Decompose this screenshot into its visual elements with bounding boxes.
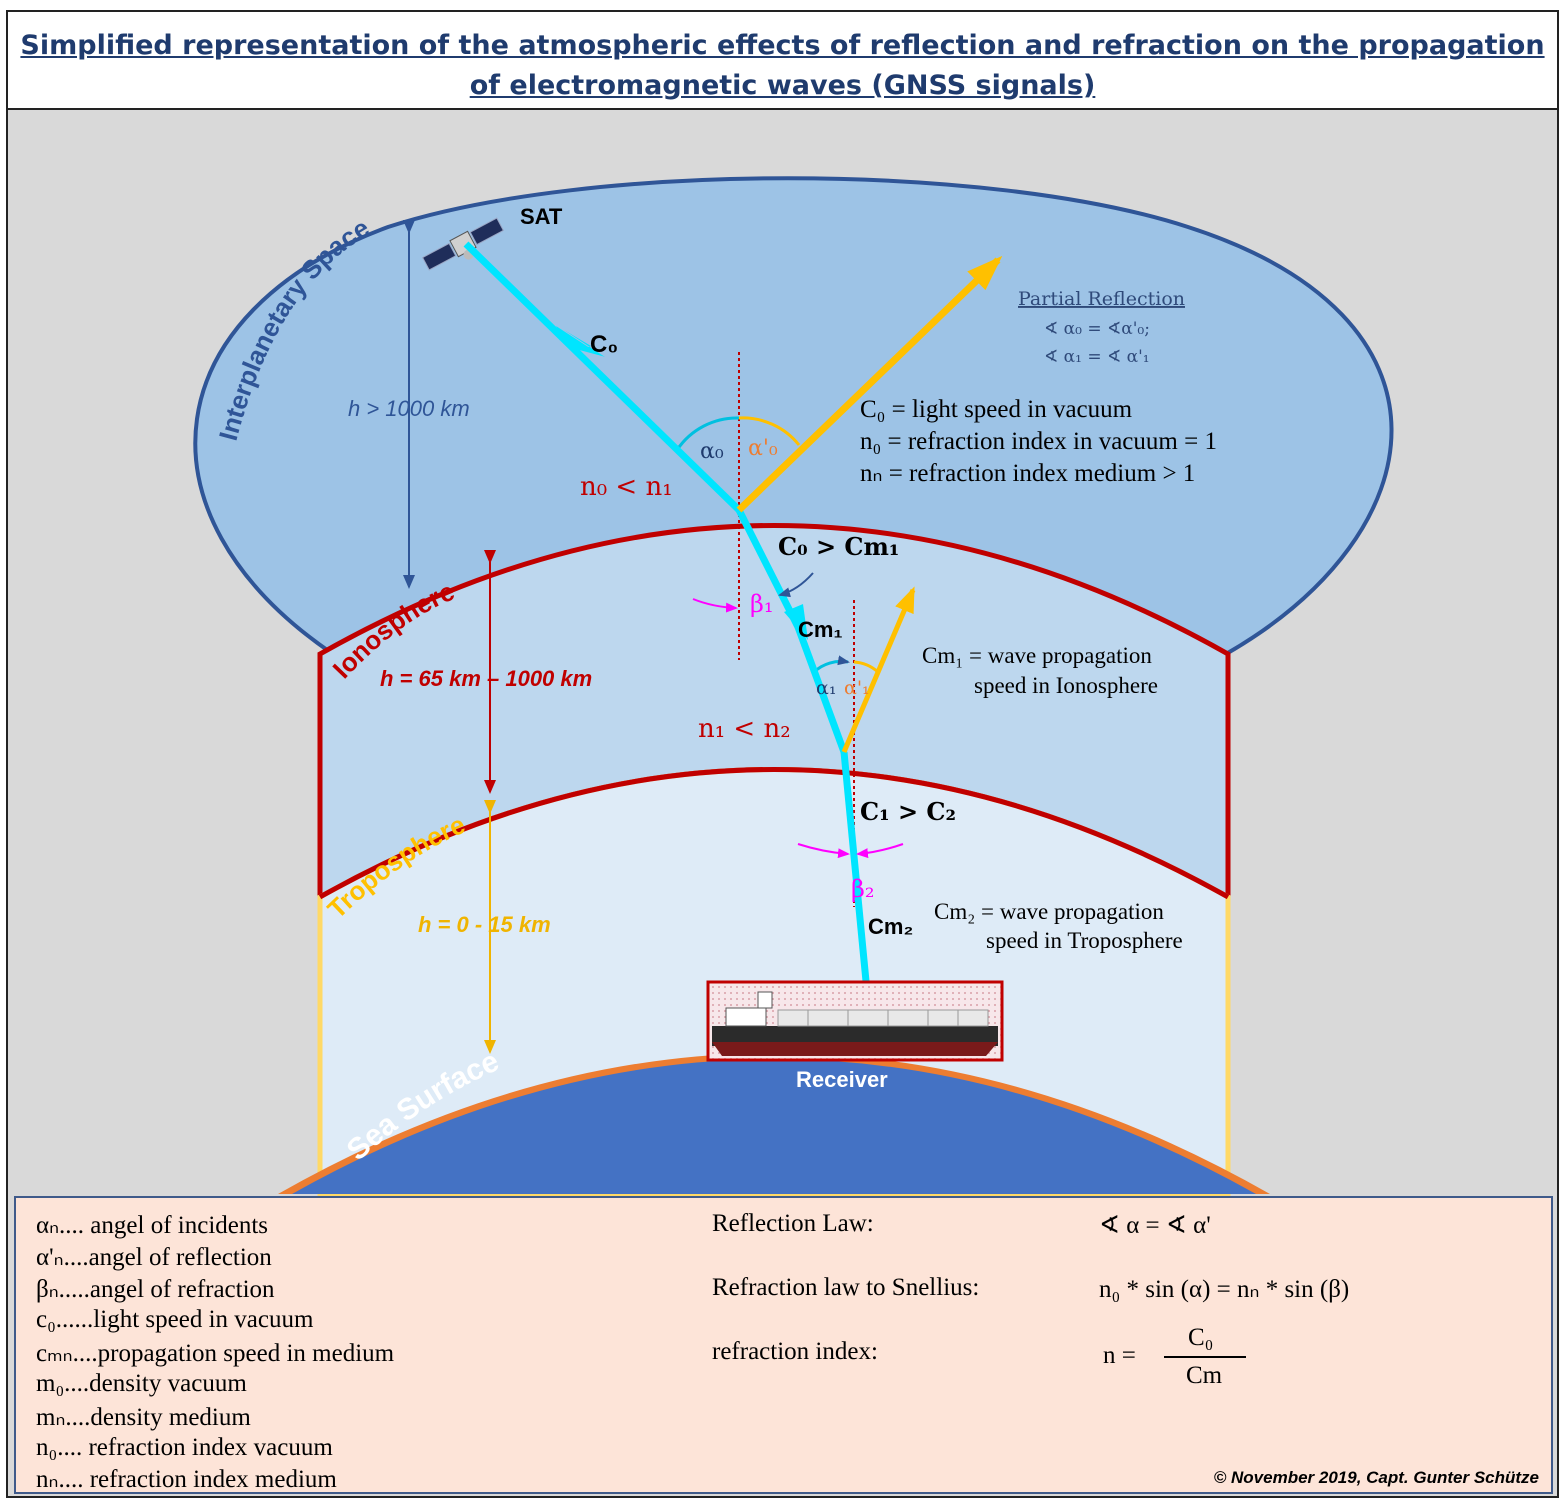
refracted-ray-troposphere[interactable] <box>840 751 872 1003</box>
space-height-label: h > 1000 km <box>348 396 470 421</box>
def-cm1-line2: speed in Ionosphere <box>974 673 1158 698</box>
legend-item: βₙ.....angel of refraction <box>36 1276 275 1303</box>
alpha1-label: α₁ <box>816 677 836 699</box>
atmosphere-diagram: Interplanetary Space Ionosphere Troposph… <box>193 176 1394 1197</box>
c0-cm1-marker <box>778 572 814 598</box>
def-cm2-line2: speed in Troposphere <box>986 928 1183 953</box>
beta1-marker-left <box>692 598 738 613</box>
alpha0-arc <box>675 416 740 451</box>
page-title: Simplified representation of the atmosph… <box>20 30 1545 101</box>
sat-label: SAT <box>520 204 563 229</box>
ionosphere-height-label: h = 65 km – 1000 km <box>380 666 592 691</box>
legend-item: cₘₙ....propagation speed in medium <box>36 1340 395 1367</box>
legend-item: α'ₙ....angel of reflection <box>36 1244 272 1271</box>
partial-reflection-line1: ∢ α₀ = ∢α'₀; <box>1044 319 1150 339</box>
reflected-ray-1[interactable] <box>736 255 1003 513</box>
beta2-label: β₂ <box>851 875 875 903</box>
beta2-marker-right <box>856 843 904 859</box>
incident-ray-arrowhead <box>564 330 605 357</box>
title-box: Simplified representation of the atmosph… <box>8 12 1557 110</box>
legend-item: n₀.... refraction index vacuum <box>36 1434 333 1461</box>
sea-layer <box>292 1059 1256 1194</box>
alpha0-prime-arc <box>738 416 801 446</box>
refraction-law-value: n₀ * sin (α) = nₙ * sin (β) <box>1099 1276 1350 1303</box>
reflection-law-label: Reflection Law: <box>712 1210 874 1237</box>
troposphere-height-label: h = 0 - 15 km <box>418 912 551 937</box>
def-nn: nₙ = refraction index medium > 1 <box>860 460 1195 487</box>
tropopause-line <box>318 767 1230 900</box>
cm1-ray-label: Cm₁ <box>798 617 843 642</box>
legend-item: c₀......light speed in vacuum <box>36 1306 314 1333</box>
reflected-ray-2[interactable] <box>841 586 916 753</box>
refraction-index-denominator: Cm <box>1186 1362 1223 1389</box>
alpha1-prime-label: α'₁ <box>844 677 870 699</box>
def-n0: n₀ = refraction index in vacuum = 1 <box>860 428 1217 455</box>
legend-item: mₙ....density medium <box>36 1404 251 1431</box>
incident-ray-arrow-mark <box>556 326 602 356</box>
legend-item: αₙ.... angel of incidents <box>36 1212 269 1239</box>
def-cm1-line1: Cm₁ = wave propagation <box>922 643 1152 668</box>
refraction-law-label: Refraction law to Snellius: <box>712 1274 980 1301</box>
receiver-label: Receiver <box>796 1067 888 1092</box>
partial-reflection-line2: ∢ α₁ = ∢ α'₁ <box>1044 347 1150 367</box>
partial-reflection-heading: Partial Reflection <box>1018 288 1185 310</box>
def-c0: C₀ = light speed in vacuum <box>860 396 1133 423</box>
incident-ray[interactable] <box>463 241 742 513</box>
n1-n2-label: n₁ < n₂ <box>698 714 791 744</box>
refracted-ray-ionosphere[interactable] <box>735 508 802 629</box>
ship-icon <box>706 980 1004 1062</box>
reflection-law-value: ∢ α = ∢ α' <box>1099 1212 1211 1239</box>
def-cm2-line1: Cm₂ = wave propagation <box>934 899 1164 924</box>
legend-item: nₙ.... refraction index medium <box>36 1466 337 1493</box>
c0-ray-label: C₀ <box>590 331 618 358</box>
copyright-note: © November 2019, Capt. Gunter Schütze <box>1213 1468 1539 1487</box>
refracted-ray-ionosphere-2[interactable] <box>794 625 848 754</box>
n0-n1-label: n₀ < n₁ <box>580 472 673 502</box>
diagram-frame: Simplified representation of the atmosph… <box>6 10 1559 1498</box>
beta1-label: β₁ <box>750 590 774 618</box>
legend-item: m₀....density vacuum <box>36 1370 247 1397</box>
fraction-line <box>1164 1356 1246 1358</box>
refraction-index-label: refraction index: <box>712 1338 878 1365</box>
c0-cm1-label: C₀ > Cm₁ <box>778 532 899 561</box>
c1-c2-label: C₁ > C₂ <box>860 797 956 826</box>
alpha0-prime-label: α'₀ <box>748 436 778 461</box>
cm2-ray-label: Cm₂ <box>868 914 913 939</box>
beta2-marker-left <box>797 843 850 859</box>
legend-panel: αₙ.... angel of incidents α'ₙ....angel o… <box>14 1196 1553 1494</box>
refraction-index-lhs: n = <box>1103 1342 1136 1369</box>
alpha0-label: α₀ <box>700 439 724 464</box>
refraction-index-numerator: C₀ <box>1188 1324 1214 1351</box>
